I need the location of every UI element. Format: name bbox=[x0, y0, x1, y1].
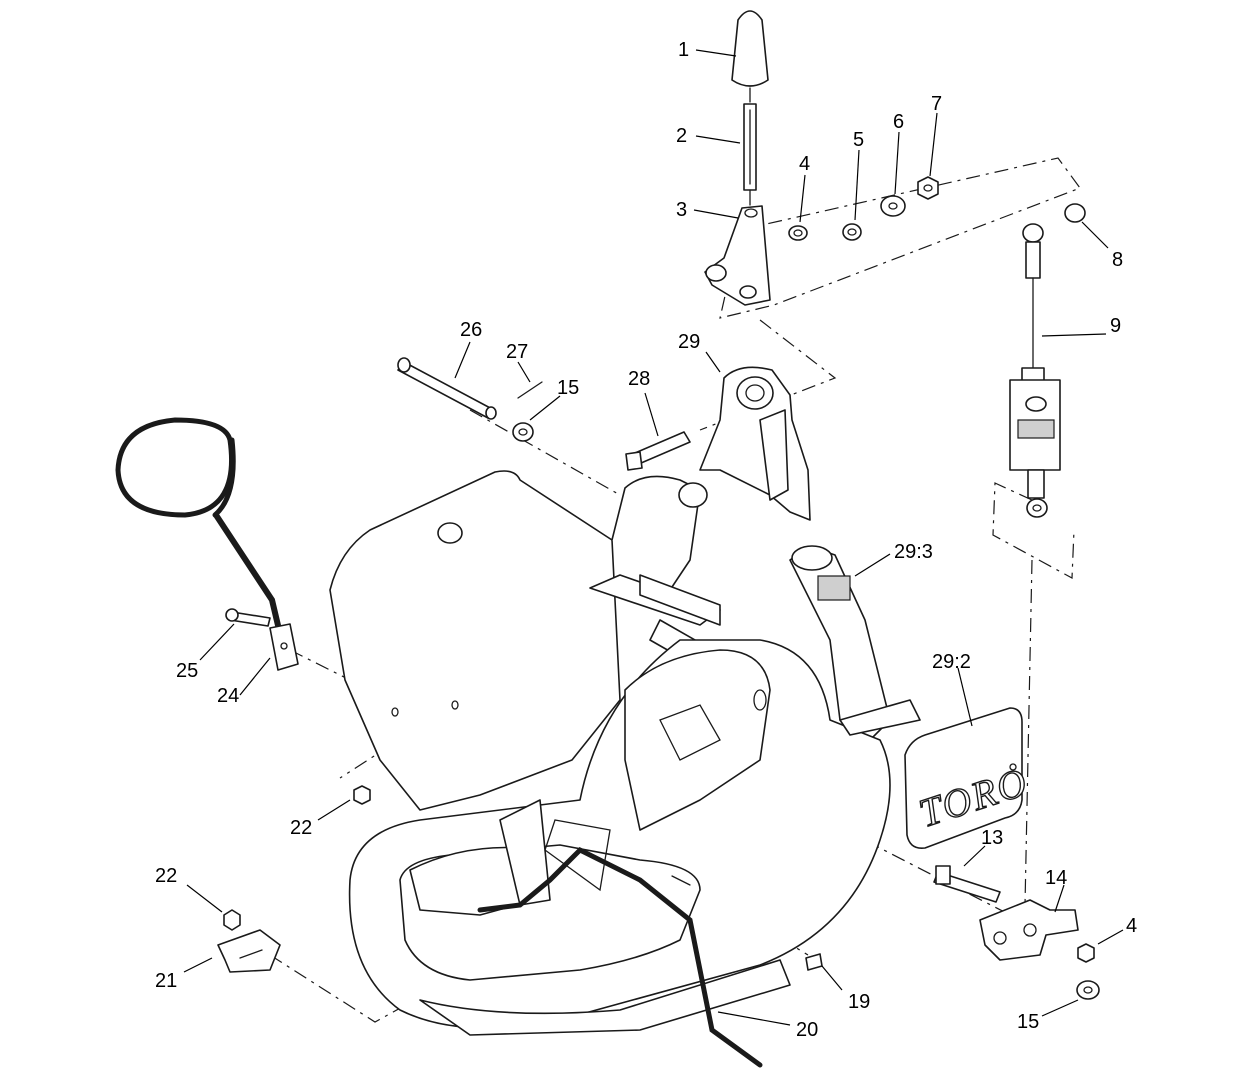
main-frame: TORO bbox=[329, 366, 1034, 1036]
brake-lever bbox=[115, 417, 299, 671]
callout-13: 13 bbox=[981, 827, 1003, 849]
callout-22-lower: 22 bbox=[155, 865, 177, 887]
callout-7: 7 bbox=[931, 93, 942, 115]
callout-1: 1 bbox=[678, 39, 689, 61]
shift-rod bbox=[743, 103, 757, 206]
clip-and-nuts bbox=[217, 785, 371, 973]
callout-25: 25 bbox=[176, 660, 198, 682]
callout-20: 20 bbox=[796, 1019, 818, 1041]
shift-lever bbox=[704, 205, 771, 306]
callout-labels: 1 2 3 4 5 6 7 8 9 26 27 15 29 28 29:3 29… bbox=[155, 39, 1137, 1041]
callout-4-upper: 4 bbox=[799, 153, 810, 175]
callout-29-2: 29:2 bbox=[932, 651, 971, 673]
small-hardware bbox=[788, 176, 939, 241]
lower-bracket bbox=[933, 865, 1100, 1000]
bolt-28 bbox=[625, 431, 691, 471]
linkage-rod bbox=[477, 819, 763, 1068]
callout-9: 9 bbox=[1110, 315, 1121, 337]
callout-29-3: 29:3 bbox=[894, 541, 933, 563]
callout-6: 6 bbox=[893, 111, 904, 133]
callout-15-upper: 15 bbox=[557, 377, 579, 399]
callout-3: 3 bbox=[676, 199, 687, 221]
callout-4-lower: 4 bbox=[1126, 915, 1137, 937]
callout-5: 5 bbox=[853, 129, 864, 151]
leader-lines bbox=[183, 49, 1124, 1026]
pivot-pin bbox=[397, 357, 543, 442]
callout-19: 19 bbox=[848, 991, 870, 1013]
callout-8: 8 bbox=[1112, 249, 1123, 271]
callout-24: 24 bbox=[217, 685, 239, 707]
knob bbox=[731, 10, 769, 103]
callout-15-lower: 15 bbox=[1017, 1011, 1039, 1033]
callout-14: 14 bbox=[1045, 867, 1067, 889]
callout-21: 21 bbox=[155, 970, 177, 992]
callout-29: 29 bbox=[678, 331, 700, 353]
callout-26: 26 bbox=[460, 319, 482, 341]
callout-27: 27 bbox=[506, 341, 528, 363]
shift-cable bbox=[1009, 203, 1086, 518]
callout-22-middle: 22 bbox=[290, 817, 312, 839]
callout-28: 28 bbox=[628, 368, 650, 390]
screw-19 bbox=[805, 953, 823, 971]
callout-2: 2 bbox=[676, 125, 687, 147]
